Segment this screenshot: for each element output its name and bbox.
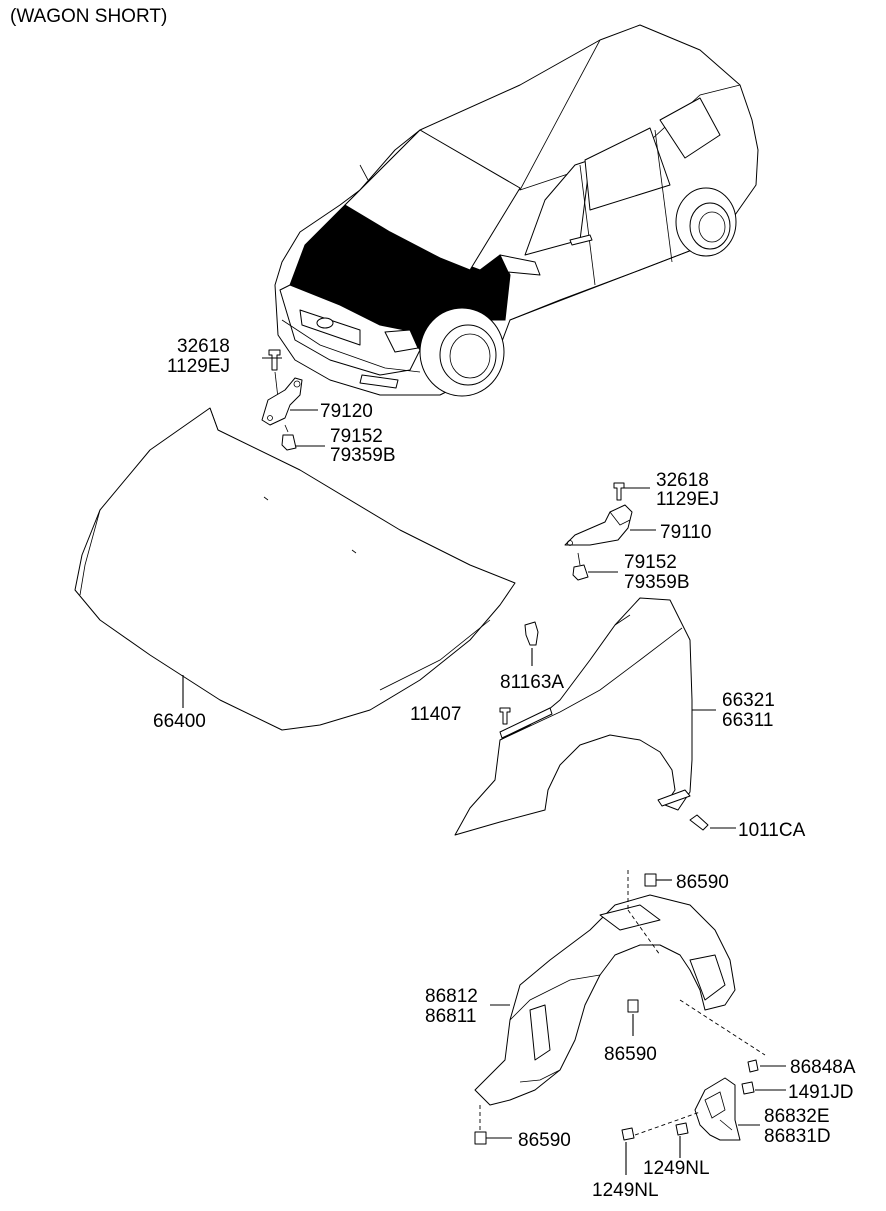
mudguard-nut-icon: [747, 1059, 759, 1073]
variant-title: (WAGON SHORT): [10, 6, 167, 27]
label-81163a: 81163A: [500, 672, 564, 693]
label-1129ej-left: 1129EJ: [167, 356, 230, 377]
wheel-guard-liner: [474, 870, 766, 1106]
label-86811: 86811: [425, 1006, 476, 1027]
label-79152-right: 79152: [624, 552, 677, 573]
label-32618-right: 32618: [656, 470, 709, 491]
label-32618-left: 32618: [177, 336, 230, 357]
fender-lower-bolt-icon: [689, 814, 709, 831]
guard-screw-mid-icon: [627, 999, 639, 1013]
hood-hinge-right-group: [564, 482, 633, 581]
label-1011ca: 1011CA: [738, 820, 806, 841]
label-79120: 79120: [320, 401, 373, 422]
label-1249nl-lower: 1249NL: [592, 1180, 659, 1201]
mudguard-screw-a-icon: [621, 1127, 635, 1141]
label-11407: 11407: [410, 704, 461, 725]
label-79110: 79110: [660, 522, 711, 543]
label-66311: 66311: [722, 710, 773, 731]
label-86590-mid: 86590: [604, 1044, 657, 1065]
label-66400: 66400: [153, 711, 206, 732]
label-86590-bottom: 86590: [518, 1130, 571, 1151]
fender-clip-icon: [524, 621, 539, 646]
label-79359b-left: 79359B: [330, 445, 396, 466]
label-86812: 86812: [425, 986, 478, 1007]
label-86590-top: 86590: [676, 872, 729, 893]
label-1249nl-upper: 1249NL: [643, 1158, 710, 1179]
label-86848a: 86848A: [790, 1057, 856, 1078]
hood-panel: [74, 407, 516, 731]
hood-hinge-left-group: [261, 349, 303, 451]
mudguard-screw-b-icon: [675, 1122, 689, 1136]
label-79152-left: 79152: [330, 426, 383, 447]
label-86831d: 86831D: [764, 1126, 831, 1147]
guard-screw-top-icon: [644, 873, 657, 887]
mudguard-clip-icon: [741, 1081, 755, 1095]
front-fender: [454, 597, 693, 836]
label-66321: 66321: [722, 690, 775, 711]
fender-bolt-icon: [499, 707, 511, 725]
label-1129ej-right: 1129EJ: [656, 489, 719, 510]
vehicle-illustration: [274, 24, 759, 397]
guard-screw-bottom-icon: [474, 1131, 487, 1145]
label-86832e: 86832E: [764, 1106, 830, 1127]
mud-guard: [694, 1077, 741, 1141]
label-79359b-right: 79359B: [624, 572, 690, 593]
label-1491jd: 1491JD: [788, 1082, 854, 1103]
